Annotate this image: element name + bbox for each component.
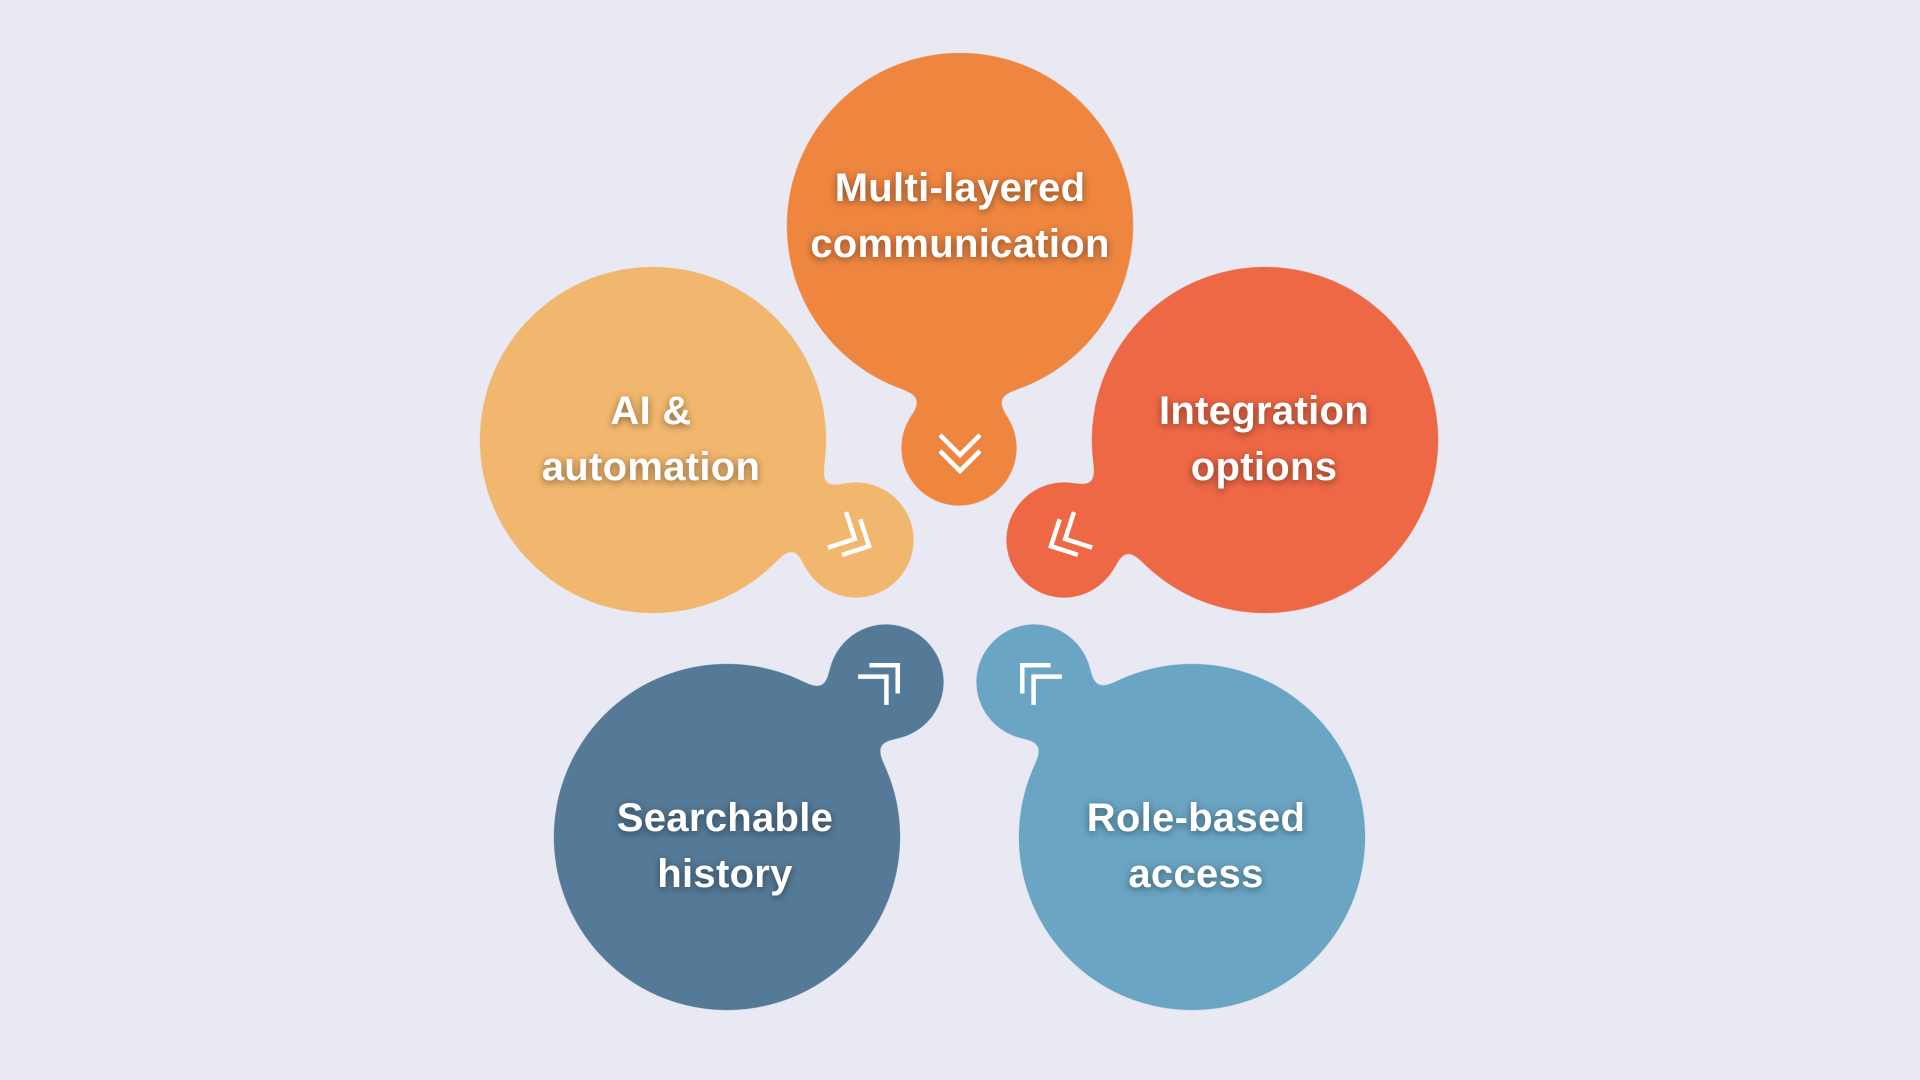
label-role-based: Role-based access	[1036, 790, 1356, 902]
label-line: Integration	[1159, 389, 1369, 433]
label-line: history	[657, 852, 793, 896]
chevron-double-right-down-icon	[827, 511, 872, 558]
label-line: options	[1190, 445, 1338, 489]
blob-multi-layered	[787, 53, 1133, 506]
label-line: access	[1128, 852, 1264, 896]
label-line: Multi-layered	[834, 166, 1086, 210]
label-line: automation	[541, 445, 761, 489]
label-line: Role-based	[1086, 796, 1306, 840]
label-integration: Integration options	[1104, 383, 1424, 495]
label-searchable-history: Searchable history	[565, 790, 885, 902]
label-line: AI &	[610, 389, 692, 433]
chevron-double-up-right-icon	[858, 663, 900, 705]
label-ai-automation: AI & automation	[491, 383, 811, 495]
chevron-double-down-icon	[938, 433, 982, 475]
chevron-double-left-down-icon	[1048, 511, 1093, 558]
label-line: Searchable	[616, 796, 834, 840]
chevron-double-up-left-icon	[1020, 663, 1062, 705]
label-line: communication	[810, 222, 1110, 266]
blob-ai-automation	[480, 267, 914, 613]
label-multi-layered: Multi-layered communication	[800, 160, 1120, 272]
